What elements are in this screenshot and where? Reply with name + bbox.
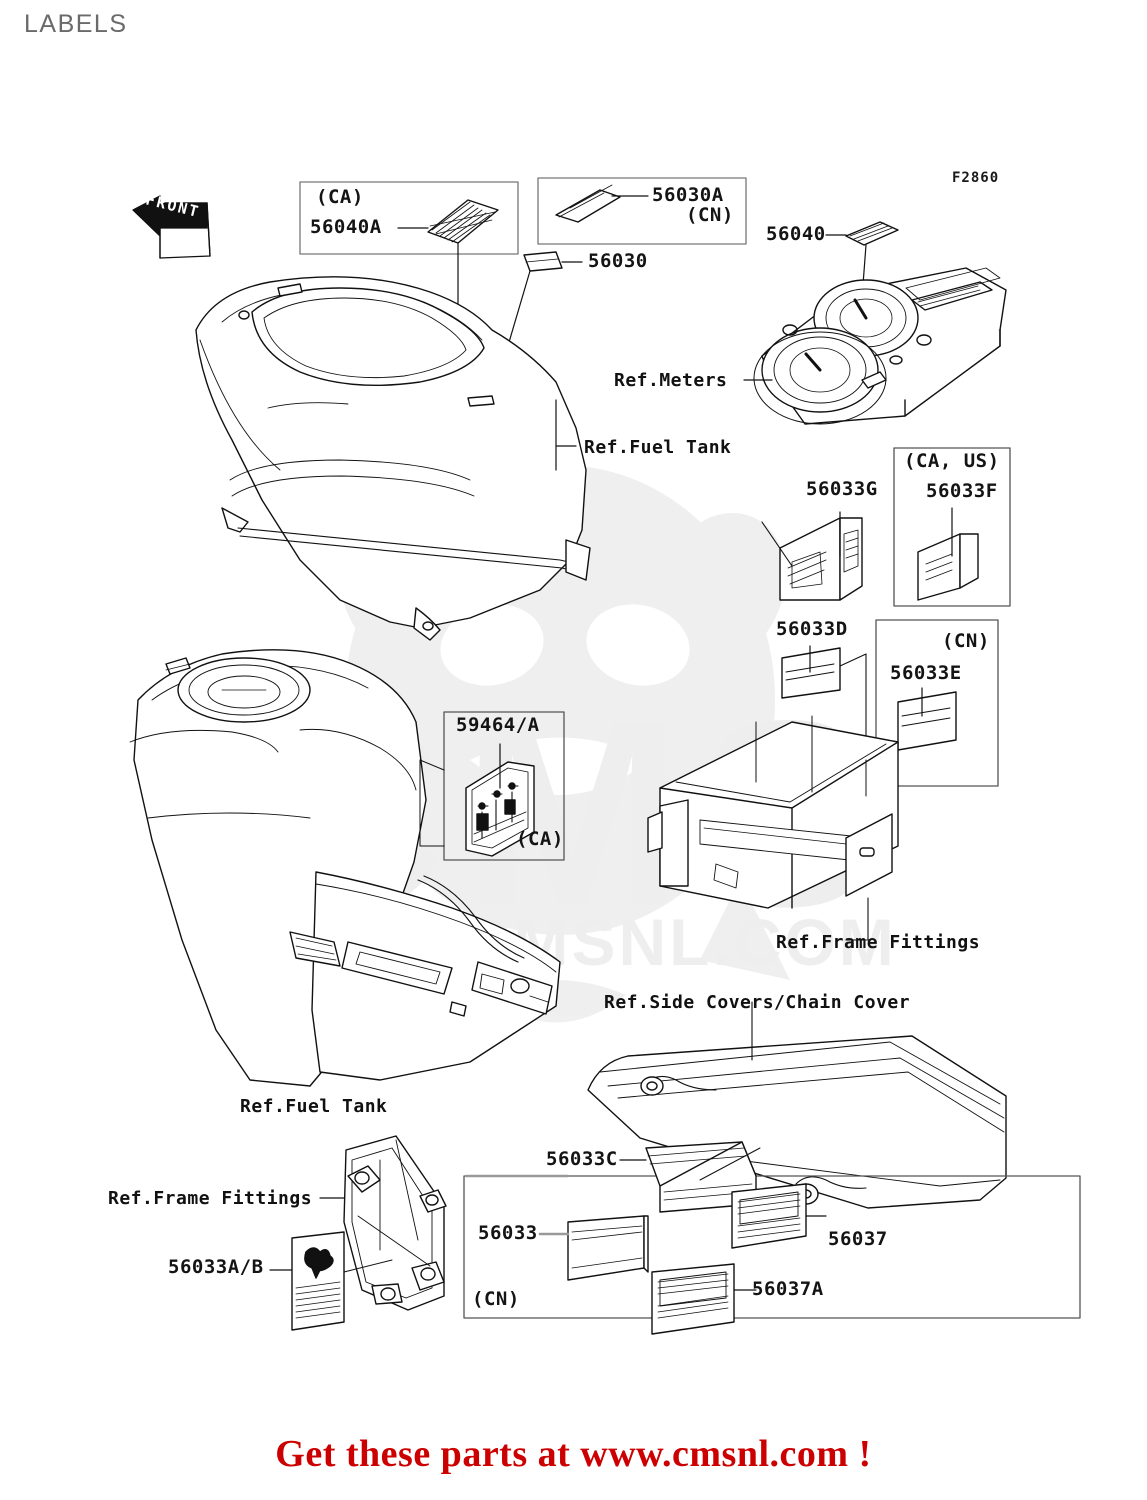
part-56040-graphic <box>845 221 899 246</box>
part-callout-56033[interactable]: 56033 <box>478 1222 538 1244</box>
part-callout-56037[interactable]: 56037 <box>828 1228 888 1250</box>
part-callout-56040[interactable]: 56040 <box>766 223 826 245</box>
ref-callout-frame-fittings-bottom[interactable]: Ref.Frame Fittings <box>108 1188 313 1209</box>
part-callout-59464a[interactable]: 59464/A <box>456 714 540 736</box>
part-56037A-graphic <box>651 1263 735 1335</box>
market-tag-cn-56033e: (CN) <box>942 630 990 652</box>
ref-callout-side-covers[interactable]: Ref.Side Covers/Chain Cover <box>604 992 911 1013</box>
frame-bracket-graphic <box>343 1135 447 1311</box>
front-arrow-icon <box>132 195 211 259</box>
part-callout-56033d[interactable]: 56033D <box>776 618 848 640</box>
part-callout-56030a[interactable]: 56030A <box>652 184 724 206</box>
diagram-line-art <box>129 177 1081 1335</box>
ref-callout-frame-fittings-mid[interactable]: Ref.Frame Fittings <box>776 932 981 953</box>
part-callout-56033f[interactable]: 56033F <box>926 480 998 502</box>
ref-callout-fuel-tank-top[interactable]: Ref.Fuel Tank <box>584 437 732 458</box>
part-callout-56040a[interactable]: 56040A <box>310 216 382 238</box>
part-56030A-graphic <box>555 184 621 223</box>
diagram-code: F2860 <box>952 170 1000 186</box>
part-56033AB-graphic <box>291 1231 345 1331</box>
chain-cover-graphic <box>587 1035 1007 1209</box>
part-56033G-graphic <box>779 517 863 601</box>
ref-callout-fuel-tank-bottom[interactable]: Ref.Fuel Tank <box>240 1096 388 1117</box>
part-56033E-graphic <box>897 691 957 751</box>
part-56033C-graphic <box>645 1141 757 1213</box>
market-tag-ca-us: (CA, US) <box>904 450 1000 472</box>
part-callout-56037a[interactable]: 56037A <box>752 1278 824 1300</box>
part-56037-graphic <box>731 1183 807 1249</box>
part-callout-56033e[interactable]: 56033E <box>890 662 962 684</box>
lower-fuel-tank-graphic <box>129 649 561 1087</box>
part-56033F-graphic <box>917 533 979 601</box>
part-callout-56033ab[interactable]: 56033A/B <box>168 1256 264 1278</box>
part-56030-graphic <box>523 251 563 272</box>
page-title: LABELS <box>24 10 128 38</box>
footer-cta[interactable]: Get these parts at www.cmsnl.com ! <box>275 1433 872 1475</box>
upper-fuel-tank-graphic <box>195 276 591 641</box>
part-56040A-graphic <box>427 199 499 244</box>
market-tag-ca-59464a: (CA) <box>516 828 564 850</box>
parts-diagram: CMS WWW.CMSNL.COM <box>108 170 1081 1335</box>
meter-cluster-graphic <box>753 267 1007 425</box>
battery-box-graphic <box>647 715 899 941</box>
part-56033D-graphic <box>781 647 841 699</box>
part-callout-56033g[interactable]: 56033G <box>806 478 878 500</box>
part-56033-graphic <box>567 1215 649 1281</box>
market-tag-cn-bottom: (CN) <box>472 1288 520 1310</box>
part-callout-56030[interactable]: 56030 <box>588 250 648 272</box>
ref-callout-meters[interactable]: Ref.Meters <box>614 370 728 391</box>
part-callout-56033c[interactable]: 56033C <box>546 1148 618 1170</box>
market-tag-cn-56030a: (CN) <box>686 204 734 226</box>
market-tag-ca-56040a: (CA) <box>316 186 364 208</box>
part-59464A-graphic <box>465 761 535 857</box>
